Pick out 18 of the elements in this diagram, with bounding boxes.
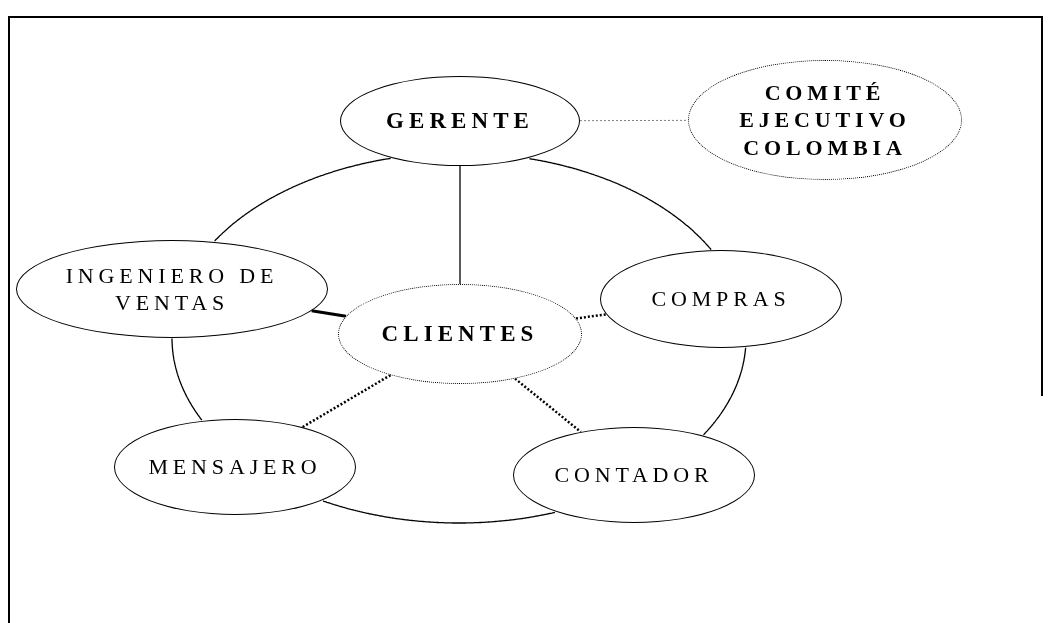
ellipse-node: GERENTE [340, 76, 580, 166]
connector-line [579, 119, 689, 122]
connector-line [301, 374, 392, 429]
ring-arc [322, 500, 556, 524]
connector-line [575, 313, 607, 320]
ring-arc [171, 337, 203, 421]
connector-line [311, 309, 347, 318]
ring-arc [528, 157, 712, 251]
connector-line [514, 377, 582, 433]
ellipse-node: COMPRAS [600, 250, 842, 348]
ellipse-node: INGENIERO DE VENTAS [16, 240, 328, 338]
ellipse-node: MENSAJERO [114, 419, 356, 515]
connector-line [459, 165, 461, 285]
ellipse-node: CONTADOR [513, 427, 755, 523]
ring-arc [213, 157, 392, 242]
ring-arc [702, 347, 747, 436]
ellipse-node: COMITÉ EJECUTIVO COLOMBIA [688, 60, 962, 180]
ellipse-node: CLIENTES [338, 284, 582, 384]
